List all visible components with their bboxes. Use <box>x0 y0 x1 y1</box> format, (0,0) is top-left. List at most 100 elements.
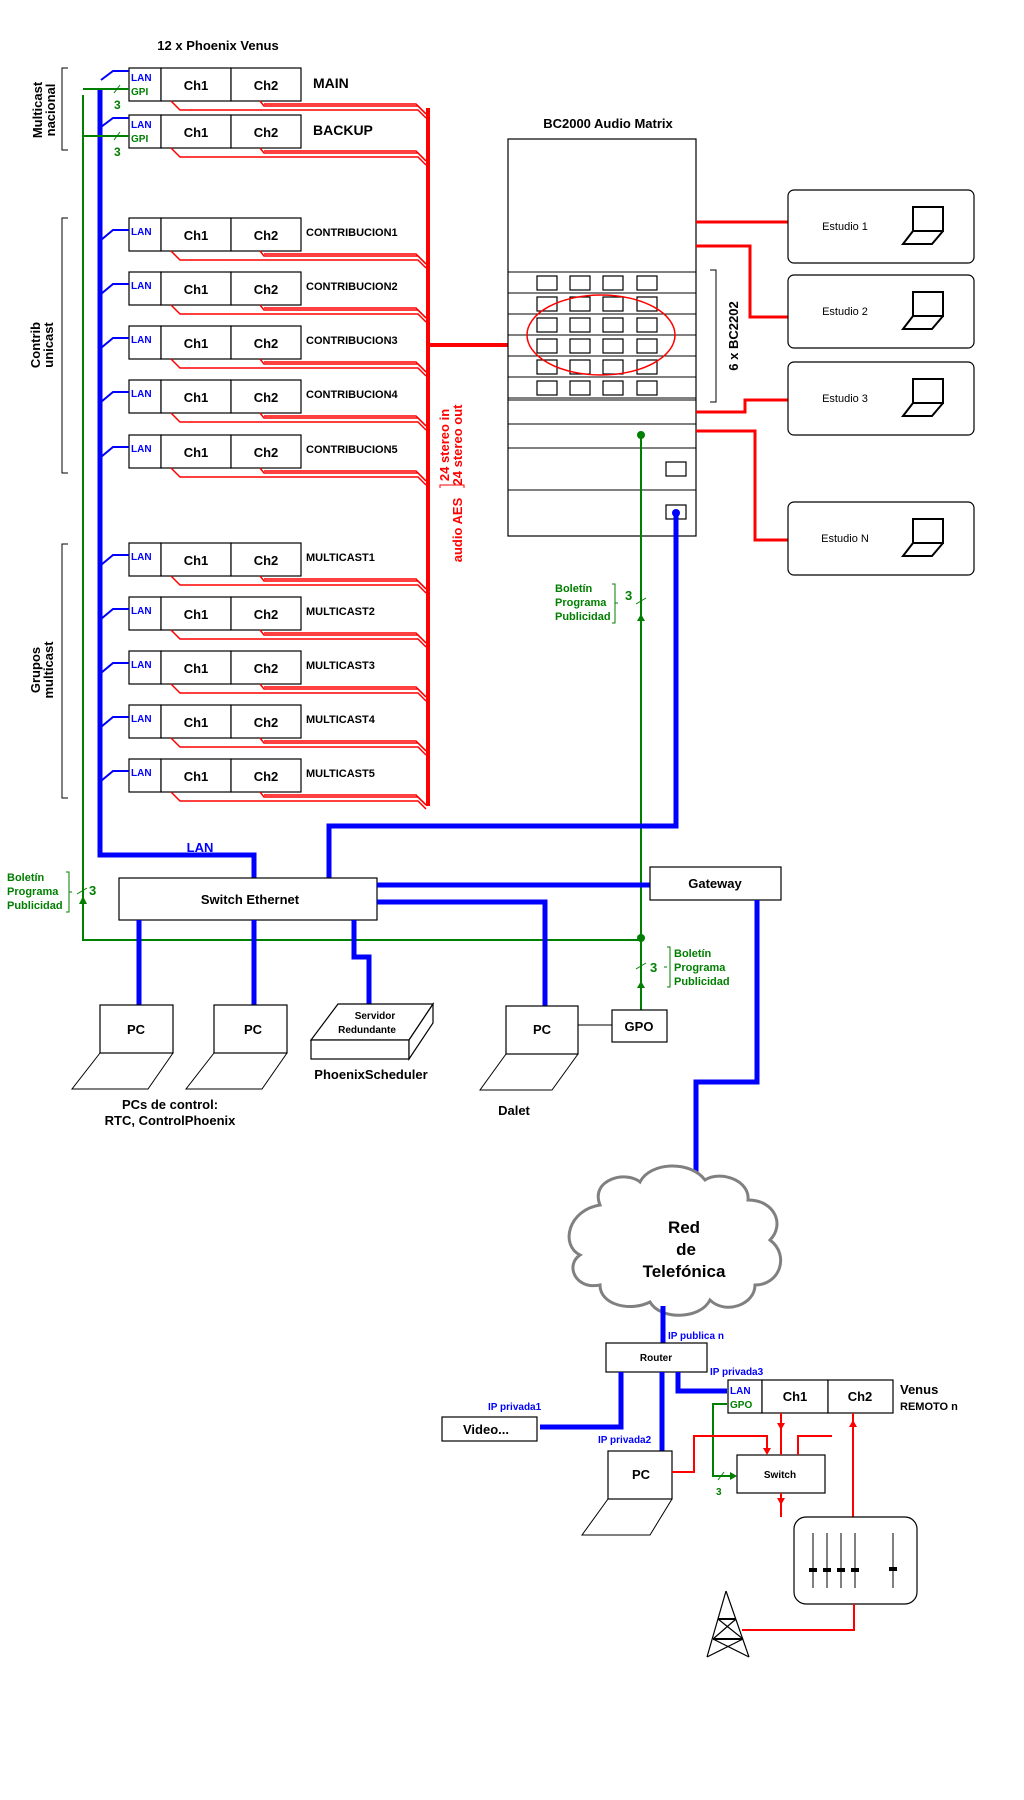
studio-4[interactable]: Estudio N <box>787 501 975 576</box>
matrix-port <box>569 296 591 312</box>
video-label: Video... <box>463 1422 509 1437</box>
studio-label: Estudio 2 <box>822 306 868 318</box>
fader-knob[interactable] <box>851 1568 859 1572</box>
venus-lan-label: LAN <box>730 1386 751 1397</box>
ip-privada1-label: IP privada1 <box>488 1402 542 1413</box>
codec-name: BACKUP <box>313 122 373 138</box>
codec-ch2: Ch2 <box>254 390 279 405</box>
codec-ch2: Ch2 <box>254 769 279 784</box>
codec-name: MULTICAST3 <box>306 660 375 672</box>
codec-gpi-label: GPI <box>131 134 148 145</box>
gpo-label: GPO <box>625 1019 654 1034</box>
matrix-port <box>602 338 624 354</box>
bc2202-bracket: 6 x BC2202 <box>710 269 741 403</box>
matrix-port <box>602 380 624 396</box>
codec-ch1: Ch1 <box>184 715 209 730</box>
pc-label: PC <box>127 1022 146 1037</box>
laptop-icon <box>900 378 944 417</box>
pc-label: PC <box>533 1022 552 1037</box>
matrix-port <box>636 380 658 396</box>
pc-control-2[interactable]: PC <box>184 1004 288 1090</box>
codec-lan-label: LAN <box>131 227 152 238</box>
remote-switch[interactable]: Switch <box>736 1454 826 1494</box>
matrix-port <box>569 275 591 291</box>
venus-remote-line1: Venus <box>900 1382 938 1397</box>
bc2000-audio-matrix[interactable] <box>507 138 697 537</box>
gateway[interactable]: Gateway <box>649 866 782 901</box>
studio-1[interactable]: Estudio 1 <box>787 189 975 264</box>
signal-labels-matrix: Boletín Programa Publicidad 3 <box>555 583 647 624</box>
group-bracket-multicast-nacional: Multicast nacional <box>30 67 68 151</box>
pc-control-1[interactable]: PC <box>70 1004 174 1090</box>
ip-privada3-label: IP privada3 <box>710 1367 764 1378</box>
gpo-to-switch <box>712 1403 732 1477</box>
link-estudio-n <box>696 429 788 542</box>
fader-knob[interactable] <box>889 1567 897 1571</box>
ip-privada2-label: IP privada2 <box>598 1435 652 1446</box>
matrix-port <box>602 317 624 333</box>
group-label-line1: Multicast <box>30 81 45 138</box>
group-label-line2: unicast <box>41 322 56 368</box>
cloud-line2: de <box>676 1240 696 1259</box>
gpi-junction-dot <box>637 934 645 942</box>
lan-label: LAN <box>187 840 214 855</box>
studio-3[interactable]: Estudio 3 <box>787 361 975 436</box>
codec-gpi-count: 3 <box>114 145 121 159</box>
signal-labels-left: Boletín Programa Publicidad 3 <box>7 871 96 913</box>
server-redundante[interactable]: Servidor Redundante <box>309 1002 435 1061</box>
codec-ch2: Ch2 <box>254 607 279 622</box>
codec-name: CONTRIBUCION2 <box>306 281 398 293</box>
matrix-title: BC2000 Audio Matrix <box>543 116 673 131</box>
studio-2[interactable]: Estudio 2 <box>787 274 975 349</box>
switch-output <box>797 1435 832 1455</box>
signal-line: Publicidad <box>674 976 730 988</box>
fader-knob[interactable] <box>823 1568 831 1572</box>
lan-switch-dalet <box>377 899 548 1010</box>
audio-mixer[interactable] <box>793 1516 918 1605</box>
crosspoint-highlight <box>526 294 676 376</box>
codec-lan-label: LAN <box>131 714 152 725</box>
gpo-box[interactable]: GPO <box>611 1009 668 1043</box>
matrix-port <box>536 338 558 354</box>
dalet-caption: Dalet <box>498 1103 530 1118</box>
group-bracket-grupos-multicast: Grupos multicast <box>28 543 68 799</box>
video-device[interactable]: Video... <box>441 1416 538 1442</box>
studio-label: Estudio 3 <box>822 393 868 405</box>
lan-router-venus <box>675 1372 727 1394</box>
venus-remoto[interactable]: LAN GPO Ch1 Ch2 <box>727 1379 894 1414</box>
switch-ethernet[interactable]: Switch Ethernet <box>118 877 378 921</box>
signal-labels-gpo: 3 Boletín Programa Publicidad <box>635 946 730 988</box>
router-label: Router <box>640 1353 672 1364</box>
group-label-line1: Contrib <box>28 322 43 368</box>
matrix-port <box>602 359 624 375</box>
matrix-port <box>536 275 558 291</box>
fader-knob[interactable] <box>809 1568 817 1572</box>
group-label-line2: multicast <box>41 641 56 699</box>
audio-bus-label-line2: 24 stereo out <box>450 404 465 486</box>
group-label-line1: Grupos <box>28 647 43 693</box>
router[interactable]: Router <box>605 1342 708 1373</box>
studio-label: Estudio N <box>821 533 869 545</box>
matrix-port <box>602 296 624 312</box>
pc-remote[interactable]: PC <box>581 1450 673 1536</box>
codec-name: CONTRIBUCION3 <box>306 335 398 347</box>
codec-ch2: Ch2 <box>254 445 279 460</box>
pc-dalet[interactable]: PC <box>479 1005 579 1091</box>
codec-ch1: Ch1 <box>184 228 209 243</box>
remote-gpo-count: 3 <box>716 1487 722 1498</box>
laptop-icon <box>900 291 944 330</box>
fader-knob[interactable] <box>837 1568 845 1572</box>
server-label-line1: Servidor <box>355 1011 396 1022</box>
